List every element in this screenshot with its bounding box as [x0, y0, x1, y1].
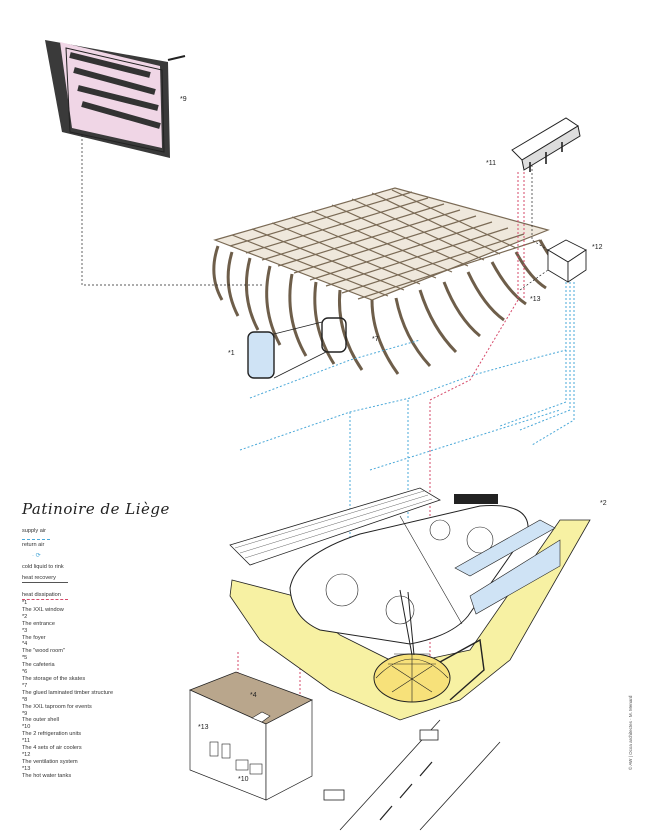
dome-cafeteria: [373, 589, 485, 703]
road: [323, 719, 501, 831]
legend-cold-liquid: · ⟳ cold liquid to rink: [22, 553, 182, 571]
note-number: *13: [22, 765, 31, 772]
note-text: The ventilation system: [22, 758, 78, 765]
legend-line: [22, 539, 50, 540]
callout-xxl-window: *1: [228, 350, 235, 357]
legend: supply air return air · ⟳ cold liquid to…: [22, 528, 182, 609]
note-text: The "wood room": [22, 648, 65, 655]
note-number: *9: [22, 710, 28, 717]
drawing-title: Patinoire de Liège: [22, 500, 170, 518]
basement-room: [188, 671, 313, 801]
legend-supply-air: supply air: [22, 528, 182, 545]
note-number: *8: [22, 696, 28, 703]
note-number: *4: [22, 641, 28, 648]
cold-liquid-icon: · ⟳: [32, 553, 41, 559]
legend-line: [22, 599, 68, 600]
legend-heat-recovery: heat recovery: [22, 575, 182, 592]
note-text: The XXL window: [22, 606, 64, 613]
legend-label: cold liquid to rink: [22, 564, 64, 570]
connector-lines: [81, 135, 549, 291]
note-number: *5: [22, 655, 28, 662]
outer-shell-panel: [45, 40, 186, 158]
note-number: *2: [22, 613, 28, 620]
callout-entrance: *2: [600, 500, 607, 507]
callout-hot-water-tanks-top: *13: [530, 296, 541, 303]
callout-ventilation: *12: [592, 244, 603, 251]
callout-wood-room: *4: [250, 692, 257, 699]
note-number: *3: [22, 627, 28, 634]
note-number: *7: [22, 682, 28, 689]
note-number: *11: [22, 738, 30, 745]
callout-timber-structure: *7: [372, 336, 379, 343]
legend-label: supply air: [22, 528, 46, 534]
note-number: *10: [22, 724, 31, 731]
callout-refrigeration: *10: [238, 776, 249, 783]
note-text: The outer shell: [22, 717, 60, 724]
image-credit: © AW | Ocoa architectes · M. Menard: [628, 695, 633, 770]
rink-level: [229, 487, 591, 721]
legend-label: heat dissipation: [22, 592, 61, 598]
legend-heat-dissipation: heat dissipation: [22, 592, 182, 609]
note-text: The cafeteria: [22, 662, 55, 669]
note-text: The foyer: [22, 634, 46, 641]
callout-air-coolers: *11: [486, 160, 496, 167]
note-number: *12: [22, 751, 31, 758]
note-text: The storage of the skates: [22, 675, 86, 682]
supply-air-ducts: [239, 282, 575, 540]
legend-label: return air: [22, 542, 45, 548]
note-number: *6: [22, 669, 28, 676]
timber-arches: [212, 239, 563, 375]
legend-label: heat recovery: [22, 575, 56, 581]
note-text: The XXL taproom for events: [22, 703, 92, 710]
timber-roof-structure: [213, 187, 550, 301]
note-text: The 4 sets of air coolers: [22, 745, 82, 752]
note-text: The entrance: [22, 620, 55, 627]
callout-hot-water-tanks: *13: [198, 724, 209, 731]
note-text: The hot water tanks: [22, 772, 72, 779]
note-number: *1: [22, 600, 28, 606]
xxl-window: [247, 317, 347, 379]
legend-line: [22, 582, 68, 583]
legend-return-air: return air: [22, 539, 182, 556]
air-coolers: [511, 117, 581, 172]
note-text: The 2 refrigeration units: [22, 731, 82, 738]
ventilation-unit: [547, 239, 587, 283]
callout-outer-shell: *9: [180, 96, 187, 103]
note-text: The glued laminated timber structure: [22, 689, 114, 696]
